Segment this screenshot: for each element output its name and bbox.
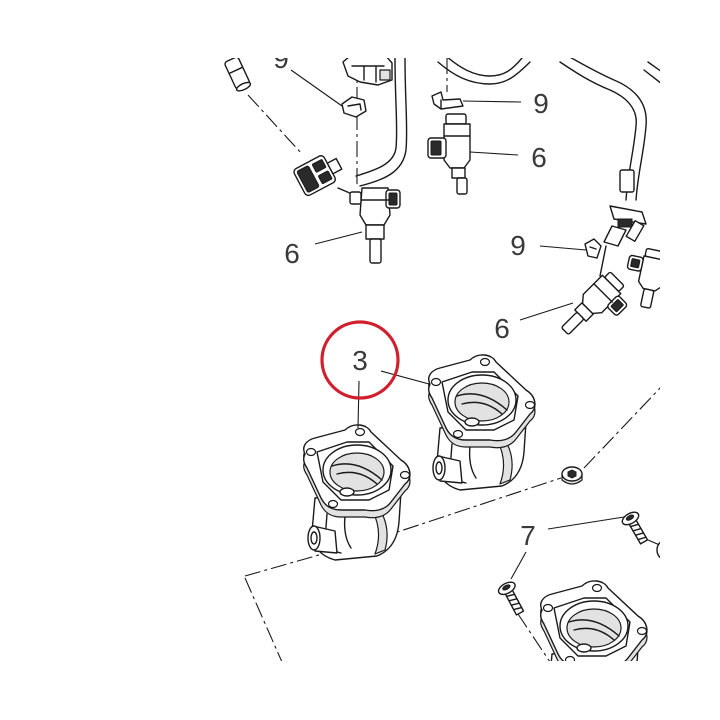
axis-line-bolt-down — [517, 613, 550, 661]
callout-9-right: 9 — [510, 230, 526, 261]
leader-9-right — [539, 245, 587, 251]
retaining-clip-top-middle — [431, 91, 464, 110]
bolt-edge-right — [656, 541, 660, 559]
fuel-pipe-middle — [437, 58, 531, 85]
leader-6-left — [314, 231, 363, 245]
callout-7-screws: 7 — [520, 520, 536, 551]
axis-line-left-down — [244, 577, 283, 661]
fuel-pipe-right — [559, 58, 660, 201]
fuel-injector-far-right — [626, 247, 660, 309]
fuel-injector-right — [561, 271, 628, 335]
bolt-lower — [497, 581, 525, 616]
callout-9-top-middle: 9 — [533, 88, 549, 119]
leader-7-lower — [510, 551, 527, 580]
axis-line-screw-up — [583, 387, 660, 469]
leader-3-lower — [357, 380, 360, 429]
leader-7-upper — [547, 516, 625, 530]
leader-3-upper — [380, 370, 430, 385]
leader-6-middle — [469, 151, 519, 156]
retaining-clip-right — [584, 238, 602, 259]
throttle-body-upper — [427, 354, 536, 491]
throttle-body-lower — [302, 424, 411, 561]
callout-9-top-left: 9 — [273, 43, 289, 74]
electrical-connector — [293, 155, 343, 197]
fuel-injector-middle — [427, 113, 471, 195]
plug-top-left — [224, 58, 252, 92]
callout-3-throttle-body: 3 — [352, 345, 368, 376]
leader-6-right — [519, 302, 574, 321]
drawing-area: 9 9 6 6 9 6 3 7 — [224, 43, 660, 661]
callout-6-right: 6 — [494, 313, 510, 344]
throttle-body-bottom-right — [539, 580, 648, 661]
fuel-fitting-right — [599, 205, 647, 277]
fuel-pipe-left — [355, 58, 408, 187]
callout-6-left: 6 — [284, 238, 300, 269]
callout-6-middle: 6 — [531, 142, 547, 173]
highlight-circle — [320, 320, 400, 400]
fuel-injector-left — [349, 187, 401, 264]
leader-9-top-left — [290, 69, 343, 107]
retaining-clip-top-left — [341, 96, 367, 118]
fuel-rail-bracket — [342, 58, 393, 86]
axis-line-top-left — [247, 94, 303, 155]
bolt-upper — [621, 511, 649, 545]
cap-screw — [561, 466, 583, 485]
leader-9-top-middle — [462, 100, 522, 103]
